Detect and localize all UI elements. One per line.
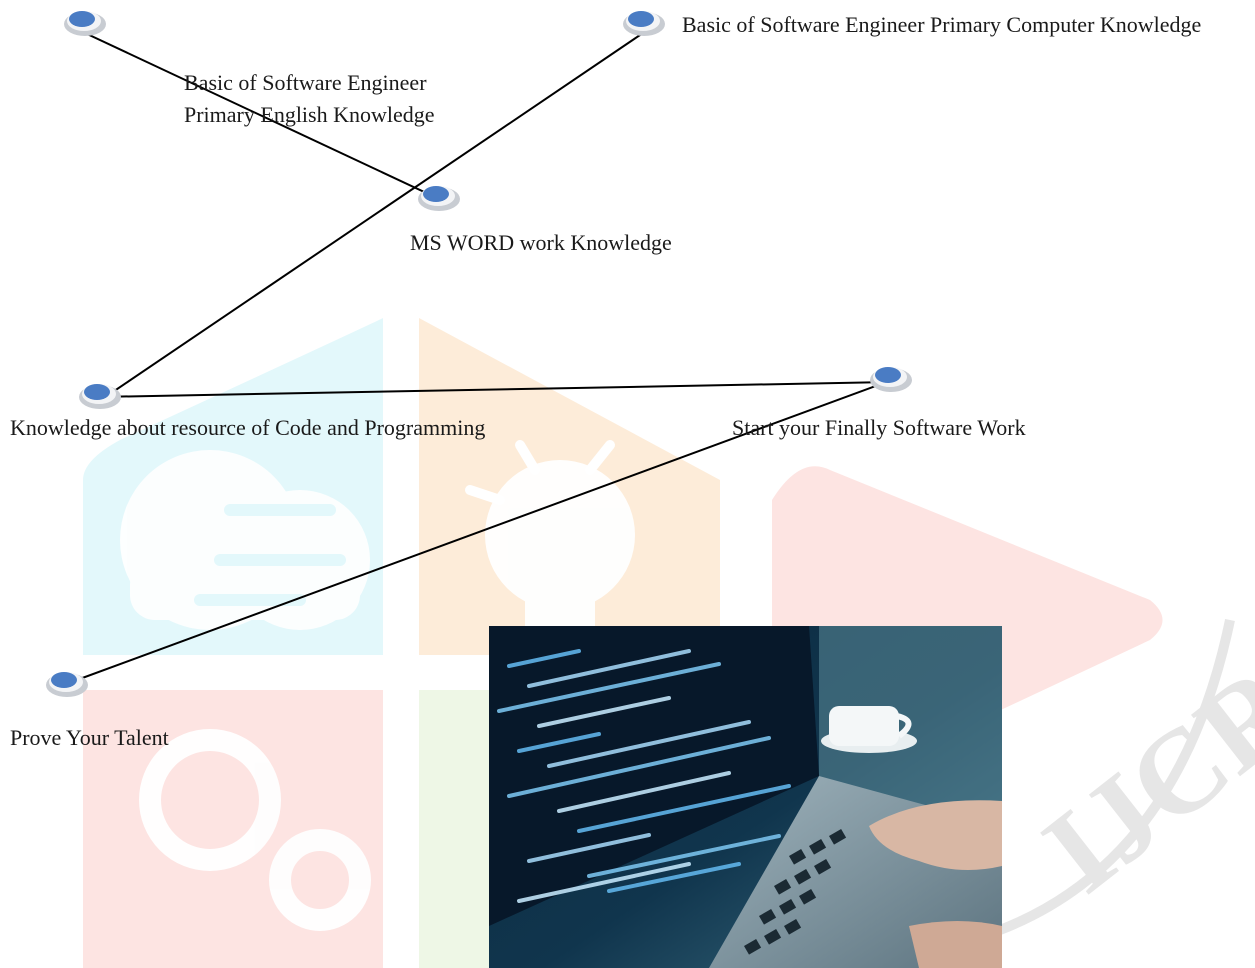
label-code-resource: Knowledge about resource of Code and Pro… xyxy=(10,415,486,440)
label-primary-english: Basic of Software Engineer Primary Engli… xyxy=(184,67,435,131)
link-computer-to-resource xyxy=(97,32,644,403)
node-ms-word xyxy=(418,186,460,211)
node-primary-computer xyxy=(623,11,665,36)
label-finally-software: Start your Finally Software Work xyxy=(732,415,1026,440)
label-ms-word: MS WORD work Knowledge xyxy=(410,230,672,255)
node-code-resource xyxy=(79,384,121,409)
watermark-green-tile xyxy=(419,690,489,968)
link-resource-to-finally xyxy=(97,381,893,398)
label-primary-computer: Basic of Software Engineer Primary Compu… xyxy=(682,12,1202,37)
node-finally-software xyxy=(870,367,912,392)
watermark-arc xyxy=(998,618,1235,935)
label-prove-talent: Prove Your Talent xyxy=(10,725,169,750)
laptop-code-photo xyxy=(489,626,1002,968)
link-finally-to-talent xyxy=(65,379,893,685)
link-topleft-to-msword xyxy=(84,32,453,206)
node-prove-talent xyxy=(46,672,88,697)
label-primary-english-line-2: Primary English Knowledge xyxy=(184,102,435,127)
node-top-left xyxy=(64,11,106,36)
label-primary-english-line-1: Basic of Software Engineer xyxy=(184,70,427,95)
